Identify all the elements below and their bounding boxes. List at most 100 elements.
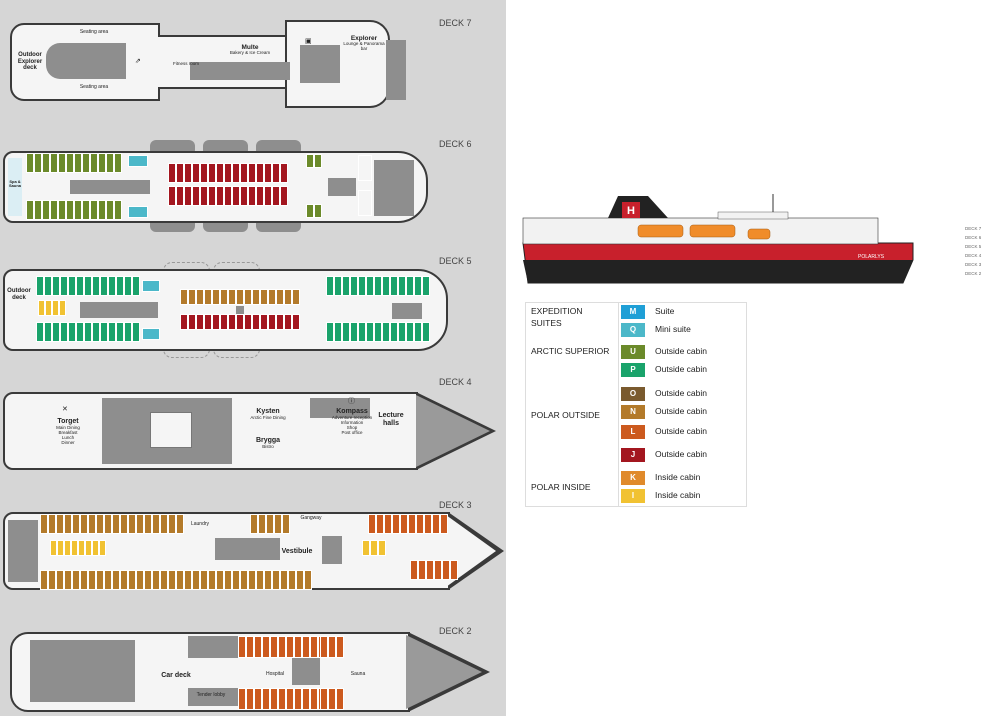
cabin-q[interactable] [128, 206, 148, 218]
cabin-p[interactable] [60, 322, 68, 342]
cabin-j[interactable] [216, 163, 224, 183]
cabin-p[interactable] [36, 276, 44, 296]
cabin-l[interactable] [286, 636, 294, 658]
cabin-l[interactable] [262, 636, 270, 658]
cabin-p[interactable] [334, 322, 342, 342]
cabin-n[interactable] [288, 570, 296, 590]
cabin-l[interactable] [254, 636, 262, 658]
cabin-i[interactable] [92, 540, 99, 556]
cabin-l[interactable] [432, 514, 440, 534]
cabin-p[interactable] [374, 276, 382, 296]
cabin-u[interactable] [114, 153, 122, 173]
cabin-i[interactable] [64, 540, 71, 556]
cabin-l[interactable] [424, 514, 432, 534]
cabin-n[interactable] [88, 570, 96, 590]
cabin-n[interactable] [284, 289, 292, 305]
cabin-l[interactable] [270, 636, 278, 658]
cabin-j[interactable] [168, 163, 176, 183]
cabin-j[interactable] [240, 186, 248, 206]
cabin-u[interactable] [42, 200, 50, 220]
cabin-p[interactable] [92, 322, 100, 342]
cabin-j[interactable] [232, 186, 240, 206]
cabin-p[interactable] [382, 276, 390, 296]
cabin-l[interactable] [262, 688, 270, 710]
cabin-j[interactable] [200, 186, 208, 206]
cabin-l[interactable] [410, 560, 418, 580]
cabin-j[interactable] [272, 186, 280, 206]
cabin-p[interactable] [366, 276, 374, 296]
cabin-i[interactable] [378, 540, 386, 556]
cabin-n[interactable] [120, 570, 128, 590]
cabin-j[interactable] [188, 314, 196, 330]
cabin-l[interactable] [450, 560, 458, 580]
cabin-i[interactable] [45, 300, 52, 316]
cabin-n[interactable] [80, 514, 88, 534]
cabin-l[interactable] [320, 688, 328, 710]
cabin-j[interactable] [204, 314, 212, 330]
cabin-u[interactable] [50, 153, 58, 173]
cabin-p[interactable] [132, 276, 140, 296]
cabin-l[interactable] [392, 514, 400, 534]
cabin-n[interactable] [168, 570, 176, 590]
cabin-l[interactable] [440, 514, 448, 534]
cabin-j[interactable] [292, 314, 300, 330]
cabin-l[interactable] [286, 688, 294, 710]
cabin-u[interactable] [74, 153, 82, 173]
cabin-q[interactable] [142, 328, 160, 340]
cabin-u[interactable] [106, 200, 114, 220]
cabin-l[interactable] [434, 560, 442, 580]
cabin-n[interactable] [260, 289, 268, 305]
cabin-u[interactable] [50, 200, 58, 220]
cabin-j[interactable] [228, 314, 236, 330]
cabin-j[interactable] [232, 163, 240, 183]
cabin-n[interactable] [80, 570, 88, 590]
cabin-i[interactable] [78, 540, 85, 556]
cabin-u[interactable] [58, 153, 66, 173]
cabin-m[interactable] [358, 155, 372, 181]
cabin-p[interactable] [44, 322, 52, 342]
cabin-l[interactable] [416, 514, 424, 534]
cabin-n[interactable] [240, 570, 248, 590]
cabin-l[interactable] [418, 560, 426, 580]
cabin-n[interactable] [40, 570, 48, 590]
cabin-n[interactable] [112, 514, 120, 534]
cabin-l[interactable] [246, 688, 254, 710]
cabin-i[interactable] [57, 540, 64, 556]
cabin-n[interactable] [282, 514, 290, 534]
cabin-p[interactable] [390, 276, 398, 296]
cabin-p[interactable] [414, 276, 422, 296]
cabin-n[interactable] [64, 570, 72, 590]
cabin-n[interactable] [144, 570, 152, 590]
cabin-u[interactable] [82, 153, 90, 173]
cabin-p[interactable] [326, 322, 334, 342]
cabin-j[interactable] [252, 314, 260, 330]
cabin-u[interactable] [314, 154, 322, 168]
cabin-i[interactable] [362, 540, 370, 556]
cabin-p[interactable] [84, 322, 92, 342]
cabin-n[interactable] [176, 514, 184, 534]
cabin-l[interactable] [442, 560, 450, 580]
cabin-n[interactable] [152, 514, 160, 534]
cabin-p[interactable] [398, 276, 406, 296]
cabin-p[interactable] [36, 322, 44, 342]
cabin-i[interactable] [52, 300, 59, 316]
cabin-n[interactable] [152, 570, 160, 590]
cabin-j[interactable] [248, 163, 256, 183]
cabin-i[interactable] [71, 540, 78, 556]
cabin-p[interactable] [124, 276, 132, 296]
cabin-l[interactable] [320, 636, 328, 658]
cabin-p[interactable] [358, 322, 366, 342]
cabin-j[interactable] [176, 186, 184, 206]
cabin-j[interactable] [240, 163, 248, 183]
cabin-l[interactable] [254, 688, 262, 710]
cabin-i[interactable] [50, 540, 57, 556]
cabin-n[interactable] [176, 570, 184, 590]
cabin-n[interactable] [236, 289, 244, 305]
cabin-j[interactable] [256, 186, 264, 206]
cabin-i[interactable] [59, 300, 66, 316]
cabin-l[interactable] [336, 688, 344, 710]
cabin-p[interactable] [92, 276, 100, 296]
cabin-q[interactable] [128, 155, 148, 167]
cabin-u[interactable] [42, 153, 50, 173]
cabin-p[interactable] [326, 276, 334, 296]
